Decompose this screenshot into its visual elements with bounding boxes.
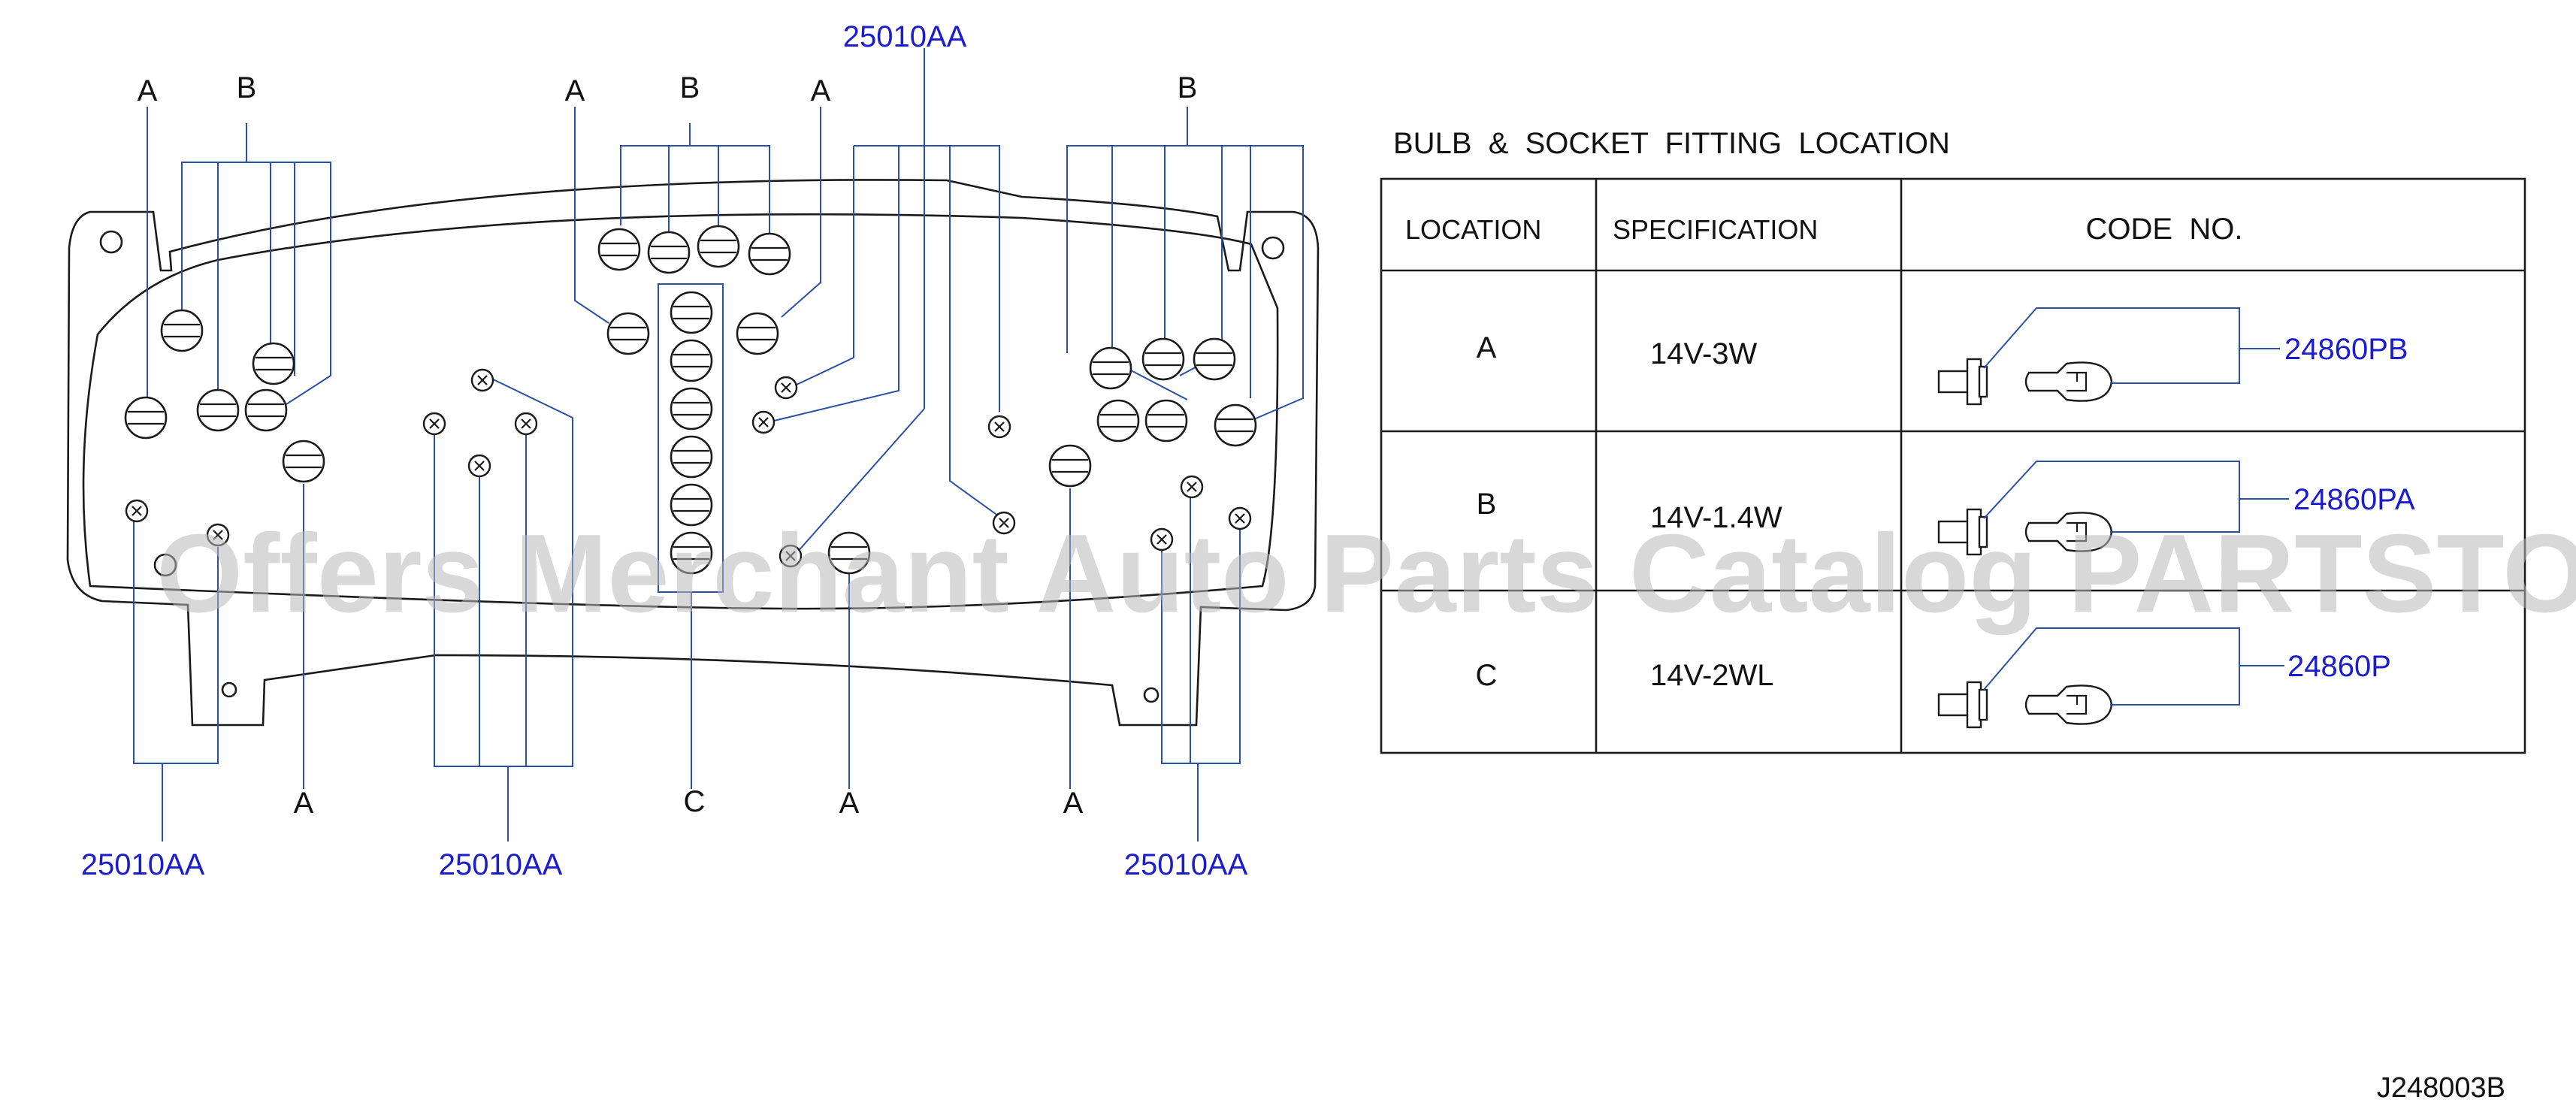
callout-c-bottom: C [684,785,706,818]
callout-labels: A B A B A 25010AA B 25010AA A 25010AA C … [81,20,1248,881]
table-title: BULB & SOCKET FITTING LOCATION [1393,127,1950,160]
header-location: LOCATION [1405,214,1541,245]
callout-code-bottom-1: 25010AA [81,848,205,881]
callout-a-bottom-1: A [294,787,314,820]
row-c-bulb-icon [1937,681,2113,729]
callout-code-top: 25010AA [843,20,967,53]
header-specification: SPECIFICATION [1613,214,1818,245]
row-a-bulb-icon [1937,358,2113,406]
row-b-code: 24860PA [2293,483,2415,516]
callout-a-top-mid2: A [811,74,831,107]
row-a-location: A [1477,331,1497,364]
callout-code-bottom-3: 25010AA [1124,848,1248,881]
header-code-no: CODE NO. [2086,213,2243,246]
row-c-location: C [1476,659,1498,692]
row-a-specification: 14V-3W [1650,337,1758,370]
watermark: Offers Merchant Auto Parts Catalog PARTS… [156,512,2576,636]
callout-a-bottom-2: A [839,787,860,820]
row-c-specification: 14V-2WL [1650,659,1774,692]
row-c-code: 24860P [2287,650,2391,683]
cluster-housing-outline [66,179,1320,727]
callout-b-top-mid: B [680,71,700,104]
row-a-code: 24860PB [2284,333,2408,366]
callout-b-top-left: B [237,71,257,104]
callout-b-top-right: B [1178,71,1198,104]
fitting-location-table: BULB & SOCKET FITTING LOCATION LOCATION … [1380,127,2526,754]
row-b-location: B [1477,488,1497,521]
callout-code-bottom-2: 25010AA [439,848,563,881]
callout-a-bottom-3: A [1063,787,1084,820]
figure-id: J248003B [2377,1072,2505,1104]
leader-lines [133,48,1304,842]
row-b-specification: 14V-1.4W [1650,501,1782,534]
callout-a-top-mid: A [565,74,585,107]
callout-a-top-left: A [138,74,158,107]
